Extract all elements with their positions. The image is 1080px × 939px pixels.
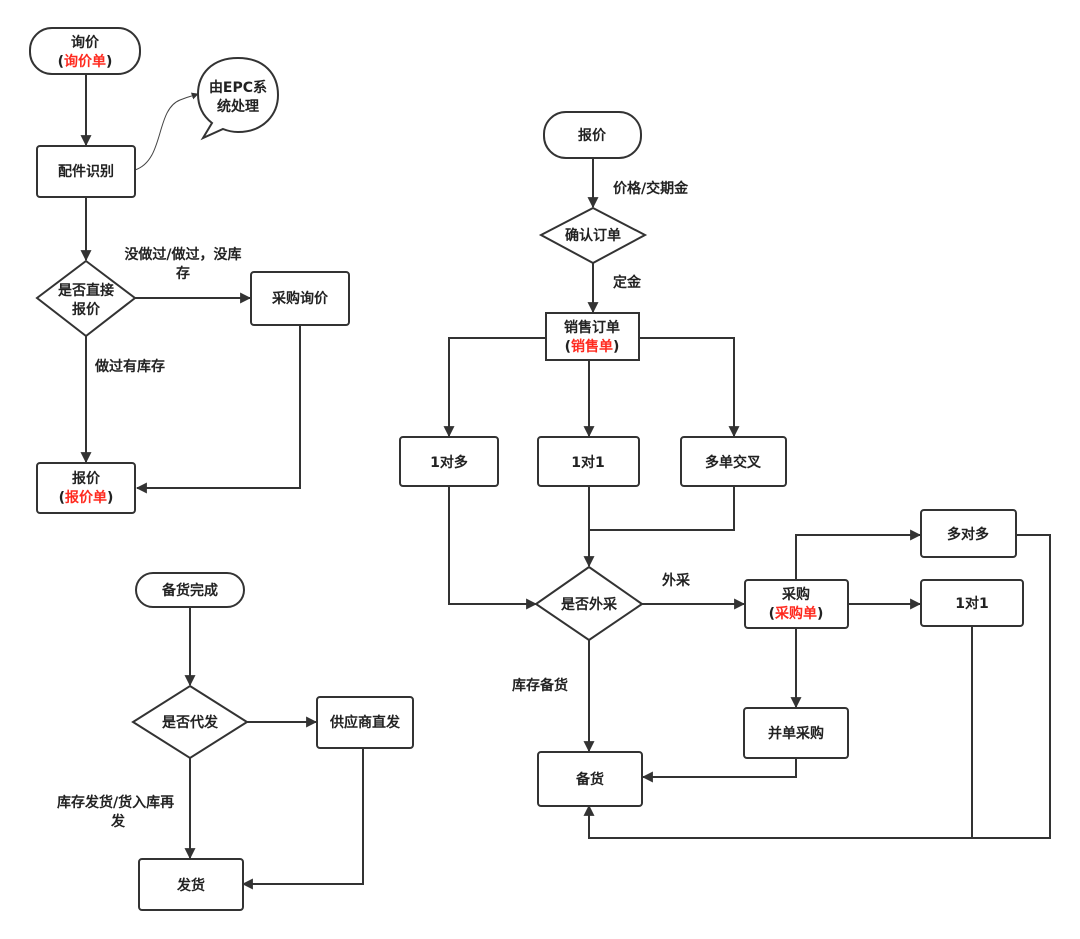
node-ship-label: 发货 — [176, 877, 205, 894]
edge-sales-order-to-one-to-many — [443, 337, 546, 438]
node-one-to-many-label: 1对多 — [430, 454, 468, 471]
node-sales-order-label: 销售订单 — [564, 319, 620, 336]
node-one-to-one-right-label: 1对1 — [955, 595, 988, 612]
edge-label-deposit: 定金 — [613, 274, 642, 291]
node-purchase: 采购 (采购单) — [744, 579, 849, 629]
node-purchase-sublabel: (采购单) — [769, 605, 824, 622]
node-quote-left-sublabel: (报价单) — [59, 489, 114, 506]
node-stock-complete-label: 备货完成 — [161, 582, 218, 599]
edge-supplier-direct-to-ship — [241, 748, 364, 890]
node-quote-left: 报价 (报价单) — [36, 462, 136, 514]
edges — [80, 74, 1051, 890]
node-confirm-order: 确认订单 — [538, 206, 648, 265]
node-multi-cross: 多单交叉 — [680, 436, 787, 487]
node-quote-left-label: 报价 — [72, 471, 101, 487]
node-direct-quote: 是否直接 报价 — [35, 259, 137, 338]
node-stocking: 备货 — [537, 751, 643, 807]
edge-multi-cross-to-merge — [589, 486, 735, 531]
node-supplier-direct: 供应商直发 — [316, 696, 414, 749]
node-quote-top-label: 报价 — [578, 128, 607, 144]
node-ship: 发货 — [138, 858, 244, 911]
edge-one-to-many-to-outsource — [448, 486, 538, 610]
edge-label-not-done-line2: 存 — [176, 265, 190, 282]
node-direct-quote-line2: 报价 — [72, 302, 101, 318]
edge-label-stock-ship-line1: 库存发货/货入库再 — [57, 794, 174, 811]
node-sales-order: 销售订单 (销售单) — [545, 312, 640, 361]
node-one-to-one: 1对1 — [537, 436, 640, 487]
node-one-to-one-right: 1对1 — [920, 579, 1024, 627]
node-merge-purchase-label: 并单采购 — [768, 725, 824, 742]
epc-bubble-line1: 由EPC系 — [209, 79, 267, 96]
node-confirm-order-label: 确认订单 — [565, 227, 621, 244]
node-part-identify: 配件识别 — [36, 145, 136, 198]
node-purchase-label: 采购 — [781, 586, 810, 603]
node-quote-top: 报价 — [543, 111, 642, 159]
sales-form-label: 销售单 — [571, 338, 613, 355]
node-merge-purchase: 并单采购 — [743, 707, 849, 759]
node-sales-order-sublabel: (销售单) — [565, 338, 620, 355]
node-dropship: 是否代发 — [131, 684, 249, 760]
node-many-to-many: 多对多 — [920, 509, 1017, 558]
node-one-to-many: 1对多 — [399, 436, 499, 487]
node-part-identify-label: 配件识别 — [58, 163, 114, 180]
node-dropship-label: 是否代发 — [162, 714, 219, 731]
node-many-to-many-label: 多对多 — [947, 526, 989, 543]
edge-label-stock-ship-line2: 发 — [110, 813, 126, 830]
edge-sales-order-to-multi-cross — [639, 337, 740, 438]
edge-part-identify-to-epc-bubble — [134, 92, 199, 171]
epc-speech-bubble: 由EPC系 统处理 — [196, 56, 280, 141]
node-inquiry-sublabel: (询价单) — [58, 53, 113, 70]
node-outsource-label: 是否外采 — [561, 596, 618, 613]
edge-merge-purchase-to-stocking — [641, 758, 797, 783]
node-one-to-one-label: 1对1 — [571, 454, 604, 471]
inquiry-form-label: 询价单 — [64, 53, 106, 70]
edge-purchase-to-many-to-many — [795, 529, 922, 580]
node-multi-cross-label: 多单交叉 — [705, 454, 762, 471]
quote-form-label: 报价单 — [65, 489, 107, 506]
edge-labels: 没做过/做过，没库 存 做过有库存 价格/交期金 定金 外采 库存备货 库存发货… — [57, 180, 691, 830]
node-outsource: 是否外采 — [534, 565, 644, 642]
node-supplier-direct-label: 供应商直发 — [329, 714, 401, 731]
purchase-form-label: 采购单 — [774, 605, 817, 622]
node-stocking-label: 备货 — [575, 771, 604, 788]
node-stock-complete: 备货完成 — [135, 572, 245, 608]
edge-many-to-many-to-stocking — [583, 534, 1051, 839]
edge-label-done-in-stock: 做过有库存 — [94, 358, 165, 375]
edge-purchase-inquiry-to-quote-left — [135, 325, 301, 494]
epc-bubble-line2: 统处理 — [217, 98, 259, 115]
edge-label-not-done-line1: 没做过/做过，没库 — [124, 246, 241, 263]
edge-label-outsource-yes: 外采 — [662, 572, 691, 589]
node-purchase-inquiry-label: 采购询价 — [271, 290, 329, 307]
node-purchase-inquiry: 采购询价 — [250, 271, 350, 326]
node-inquiry-label: 询价 — [71, 34, 100, 51]
edge-label-price-delivery-deposit: 价格/交期金 — [613, 180, 689, 197]
edge-label-stock-prepare: 库存备货 — [512, 677, 568, 694]
node-direct-quote-line1: 是否直接 — [58, 282, 114, 299]
node-inquiry: 询价 (询价单) — [29, 27, 141, 75]
